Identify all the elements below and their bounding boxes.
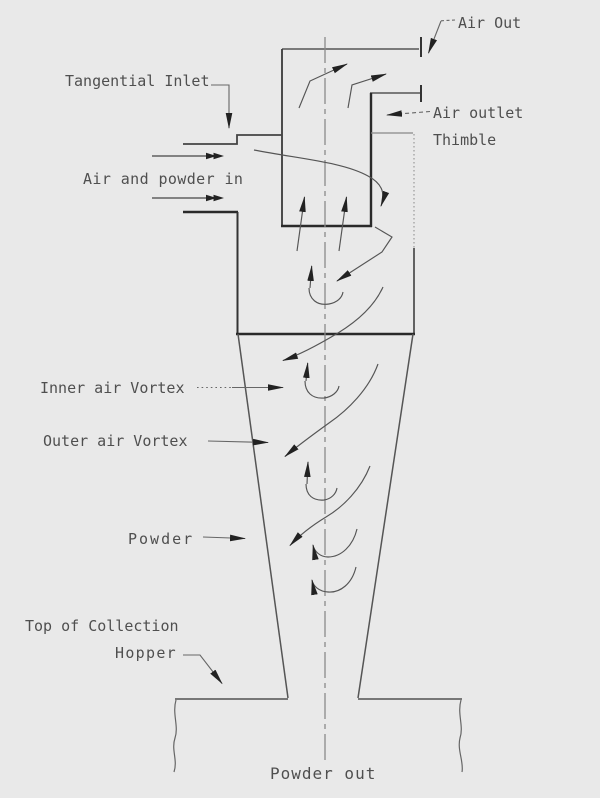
outer-spiral-down-arrow: [336, 226, 393, 282]
inlet-arrow-bottom-head-1: [206, 194, 217, 202]
air-out-label: Air Out: [458, 14, 521, 32]
diagram-labels: Air Out Tangential Inlet Air and powder …: [25, 14, 523, 783]
tangential-inlet-leader: [211, 84, 233, 129]
vortex-hook-1: [308, 287, 344, 305]
hopper-break-left: [173, 699, 177, 773]
top-of-collection-label: Top of Collection: [25, 617, 179, 635]
thimble-leader: [386, 110, 403, 117]
inlet-flow-arrows: [152, 152, 224, 202]
outer-vortex-sweep-3: [289, 465, 371, 547]
cone-left-edge: [237, 333, 289, 699]
leader-lines: [183, 19, 456, 685]
vortex-hook-2: [304, 380, 340, 399]
powder-label: Powder: [128, 530, 194, 548]
air-out-leader-dashed: [440, 19, 456, 22]
inlet-top-edge: [183, 134, 282, 145]
powder-leader: [202, 534, 246, 542]
thimble-leader-dashed: [391, 110, 431, 116]
flow-arrows: [253, 63, 393, 596]
air-outlet-label: Air outlet: [433, 104, 523, 122]
inlet-arrow-bottom-head-2: [213, 194, 224, 202]
vortex-up-arrow-1: [307, 265, 314, 289]
inlet-spiral-curve: [253, 149, 390, 207]
vortex-up-arrow-2: [303, 362, 310, 382]
air-powder-in-label: Air and powder in: [83, 170, 243, 188]
outer-vortex-sweep-2: [284, 363, 379, 458]
cone-right-edge: [357, 333, 414, 699]
inner-air-vortex-label: Inner air Vortex: [40, 379, 185, 397]
hopper-break-right: [458, 699, 463, 773]
outer-air-vortex-label: Outer air Vortex: [43, 432, 188, 450]
thimble-label: Thimble: [433, 131, 496, 149]
powder-swirl-arc-2: [311, 566, 357, 596]
thimble-up-arrow-2: [338, 196, 348, 252]
vortex-hook-3: [305, 483, 338, 501]
outer-vortex-sweep-1: [282, 286, 384, 362]
air-out-leader: [427, 20, 442, 54]
powder-swirl-arc-1: [312, 528, 358, 561]
flow-up-right-arrow-2: [347, 73, 387, 109]
flow-up-right-arrow-1: [298, 63, 348, 109]
powder-out-label: Powder out: [270, 764, 376, 783]
vortex-up-arrow-3: [304, 461, 311, 485]
thimble-up-arrow-1: [296, 196, 306, 252]
hopper-leader: [183, 654, 223, 685]
outer-vortex-leader: [207, 438, 269, 446]
inlet-arrow-top-head-2: [213, 152, 224, 160]
cyclone-body: [173, 37, 463, 773]
inlet-arrow-top-head-1: [206, 152, 217, 160]
hopper-label: Hopper: [115, 644, 177, 662]
tangential-inlet-label: Tangential Inlet: [65, 72, 210, 90]
